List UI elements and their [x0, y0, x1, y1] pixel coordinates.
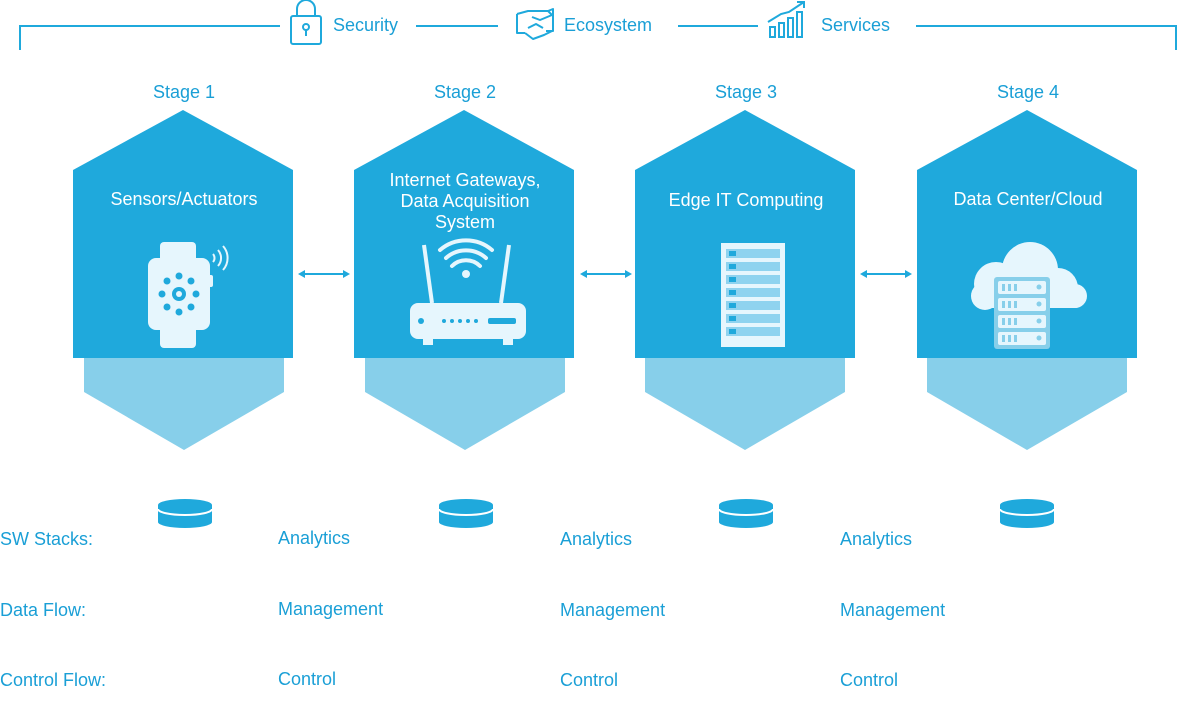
- sw-group-3: Analytics Management Control: [840, 481, 945, 716]
- sw-group-line: Management: [840, 599, 946, 620]
- stage-1-lower-hex: [84, 357, 284, 450]
- sw-group-line: Control: [278, 669, 337, 689]
- header-label-ecosystem: Ecosystem: [564, 15, 653, 35]
- stage-2-lower-hex: [365, 357, 565, 450]
- arrow-stage-2-3: [580, 270, 632, 278]
- sw-group-1: Analytics Management Control: [278, 480, 383, 715]
- stage-2-title: Internet Gateways, Data Acquisition Syst…: [389, 170, 541, 232]
- router-icon: [410, 238, 526, 345]
- diagram-canvas: [19, 0, 1177, 528]
- stage-1-shape: [73, 110, 293, 450]
- sw-legend-line: Control Flow:: [0, 670, 107, 690]
- handshake-icon: [516, 8, 554, 40]
- database-icon-4: [999, 499, 1055, 528]
- stage-2-upper-hex: [354, 110, 574, 358]
- lock-icon: [290, 0, 322, 45]
- stage-3-lower-hex: [645, 357, 845, 450]
- stage-3-upper-hex: [635, 110, 855, 358]
- sw-legend: SW Stacks: Data Flow: Control Flow:: [0, 481, 106, 716]
- stage-3-label: Stage 3: [714, 82, 778, 102]
- stage-2-shape: [354, 110, 574, 450]
- sw-group-line: Analytics: [278, 528, 351, 548]
- stage-1-upper-hex: [73, 110, 293, 358]
- cloud-server-icon: [971, 242, 1087, 349]
- sw-group-line: Analytics: [560, 529, 633, 549]
- arrow-stage-3-4: [860, 270, 912, 278]
- smartwatch-icon: [148, 242, 229, 348]
- stage-3-shape: [635, 110, 855, 450]
- stage-4-title: Data Center/Cloud: [953, 189, 1103, 209]
- header-label-security: Security: [333, 15, 399, 35]
- arrow-stage-1-2: [298, 270, 350, 278]
- sw-group-line: Control: [560, 670, 619, 690]
- sw-group-line: Management: [560, 599, 666, 620]
- stage-1-label: Stage 1: [152, 82, 216, 102]
- server-rack-icon: [721, 243, 785, 347]
- stage-2-label: Stage 2: [433, 82, 497, 102]
- sw-group-line: Control: [840, 670, 899, 690]
- header-label-services: Services: [821, 15, 891, 35]
- database-icon-2: [438, 499, 494, 528]
- sw-group-line: Management: [278, 598, 384, 619]
- database-icon-3: [718, 499, 774, 528]
- growth-chart-icon: [767, 1, 805, 38]
- sw-legend-line: SW Stacks:: [0, 529, 94, 549]
- stage-1-title: Sensors/Actuators: [110, 189, 258, 209]
- stage-4-lower-hex: [927, 357, 1127, 450]
- stage-4-label: Stage 4: [996, 82, 1060, 102]
- sw-legend-line: Data Flow:: [0, 599, 87, 620]
- frame-line: [19, 25, 1177, 50]
- stage-3-title: Edge IT Computing: [668, 190, 824, 210]
- database-icon-1: [157, 499, 213, 528]
- sw-group-line: Analytics: [840, 529, 913, 549]
- sw-group-2: Analytics Management Control: [560, 481, 665, 716]
